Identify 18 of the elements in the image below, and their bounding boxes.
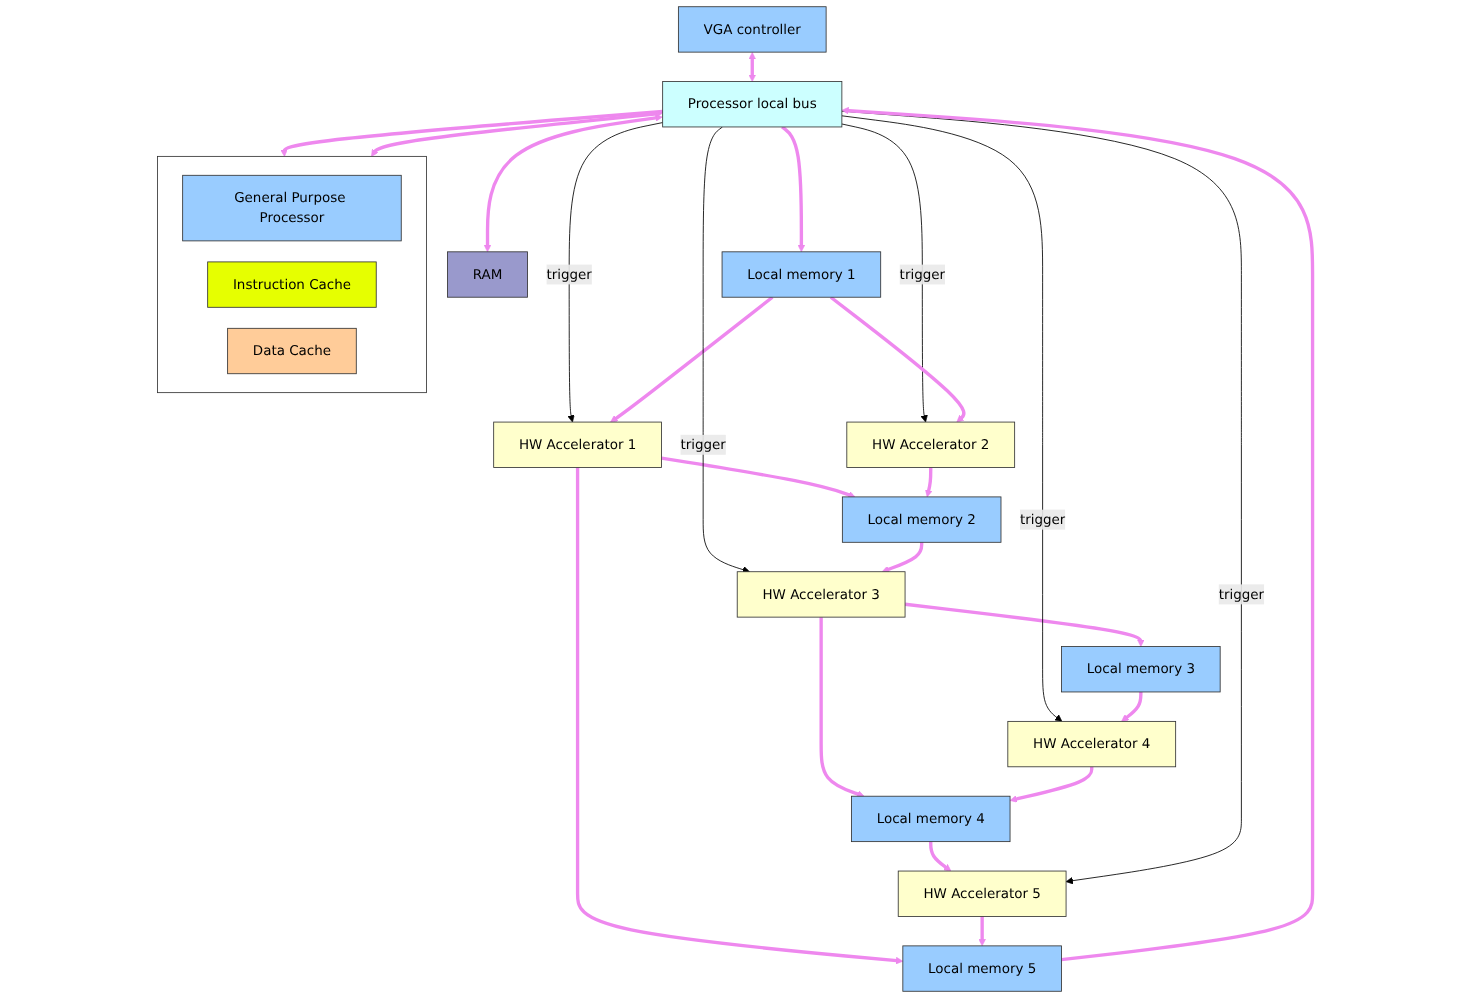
arrow <box>483 114 663 253</box>
arrow <box>1121 691 1143 722</box>
arrow <box>829 295 966 423</box>
arrow <box>904 602 1145 647</box>
arrow <box>978 916 986 947</box>
arrow <box>929 841 952 872</box>
arrow <box>748 52 756 82</box>
arrow <box>781 125 806 253</box>
arrow <box>819 617 865 798</box>
arrow <box>661 456 856 499</box>
cluster <box>157 155 427 394</box>
arrow <box>881 542 924 573</box>
arrow <box>925 467 933 498</box>
arrow <box>1009 766 1094 803</box>
arrow <box>575 467 904 965</box>
arrow <box>371 110 663 157</box>
arrow <box>280 109 663 157</box>
arrow <box>610 295 774 423</box>
